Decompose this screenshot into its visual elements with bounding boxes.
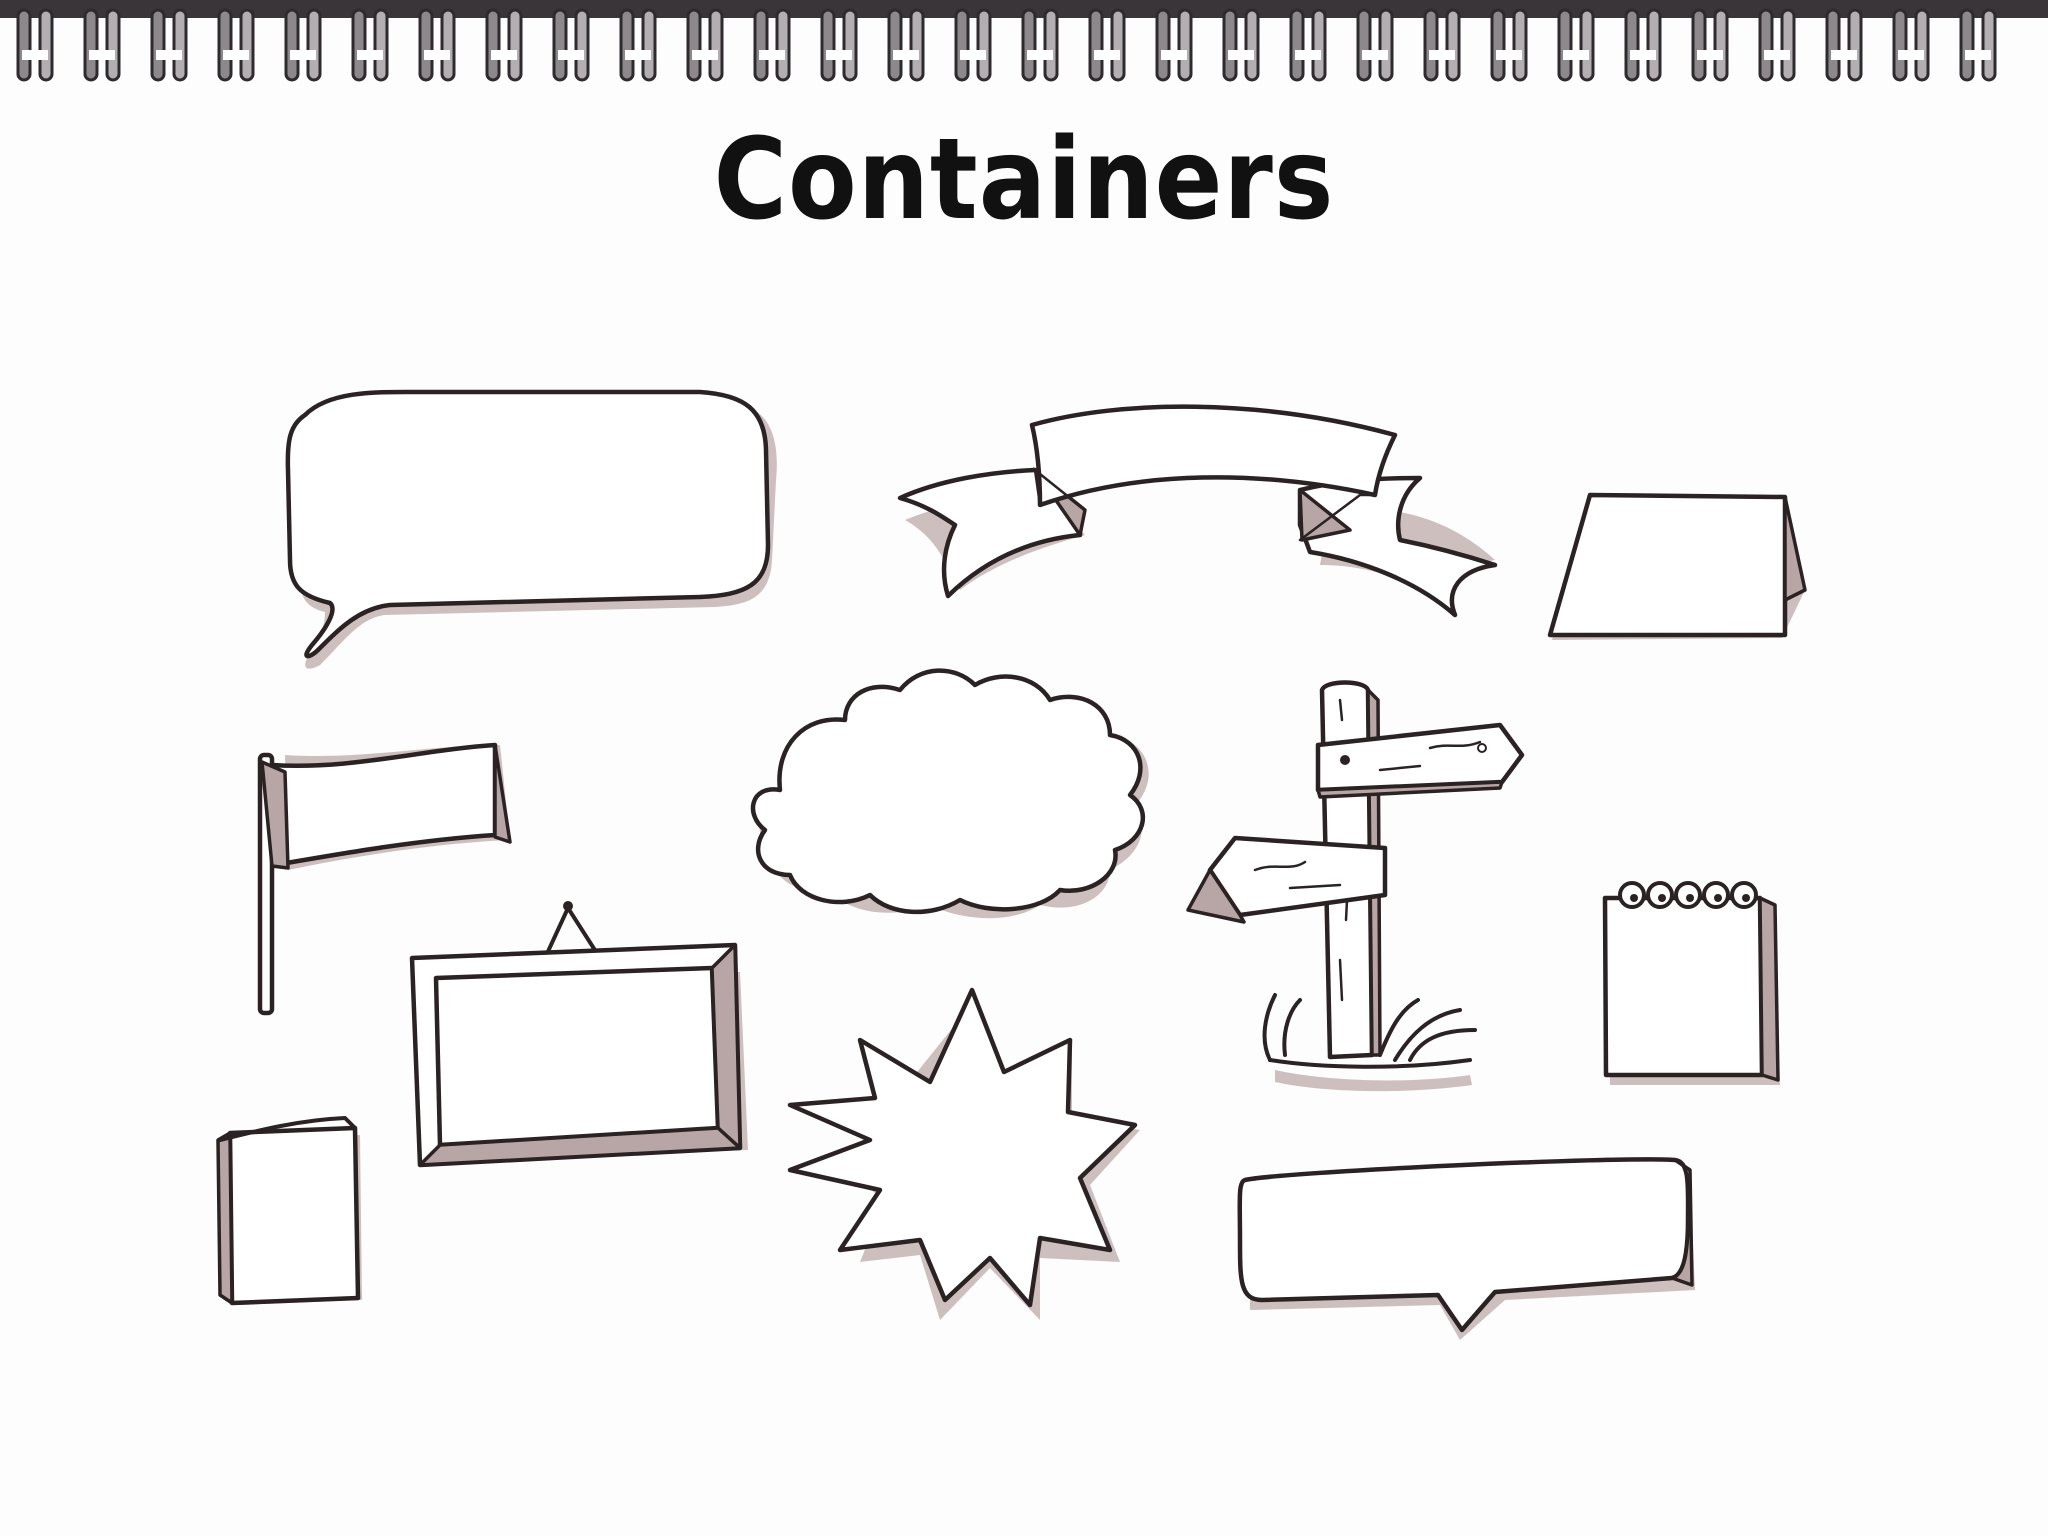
binding-coil [954,8,992,82]
hanging-frame [409,901,748,1168]
binding-coil [1423,8,1461,82]
binding-coil [820,8,858,82]
binding-coil [1088,8,1126,82]
cloud [750,668,1149,919]
binding-coil [552,8,590,82]
binding-coil [753,8,791,82]
starburst [787,987,1140,1320]
binding-coil [1021,8,1059,82]
binding-coil [1356,8,1394,82]
binding-coil [619,8,657,82]
binding-coil [485,8,523,82]
spiral-binding [0,0,2048,82]
notepad-ring-hole [1630,894,1638,902]
binding-coil [1624,8,1662,82]
binding-coil [83,8,121,82]
binding-coil [284,8,322,82]
binding-coil [1222,8,1260,82]
speech-bubble [285,389,777,669]
book [216,1116,362,1306]
flag [257,742,512,1016]
signpost [1186,680,1525,1092]
binding-coil [1155,8,1193,82]
binding-coil [418,8,456,82]
binding-coil [1758,8,1796,82]
binding-coil [1892,8,1930,82]
ribbon-banner [897,404,1498,618]
callout-box [1237,1157,1695,1340]
spiral-notepad [1602,881,1780,1085]
notepad-ring-hole [1742,894,1750,902]
binding-coil [1825,8,1863,82]
page-title: Containers [713,113,1335,245]
notepad-ring-hole [1658,894,1666,902]
binding-coil [16,8,54,82]
binding-coil [1959,8,1997,82]
binding-coil [1691,8,1729,82]
binding-coil [887,8,925,82]
notepad-ring-hole [1714,894,1722,902]
binding-coil [686,8,724,82]
notepad-ring-hole [1686,894,1694,902]
binding-coil [1289,8,1327,82]
binding-coil [1490,8,1528,82]
binding-coil [150,8,188,82]
tent-card [1547,492,1807,640]
binding-coil [217,8,255,82]
binding-coil [351,8,389,82]
binding-coil [1557,8,1595,82]
